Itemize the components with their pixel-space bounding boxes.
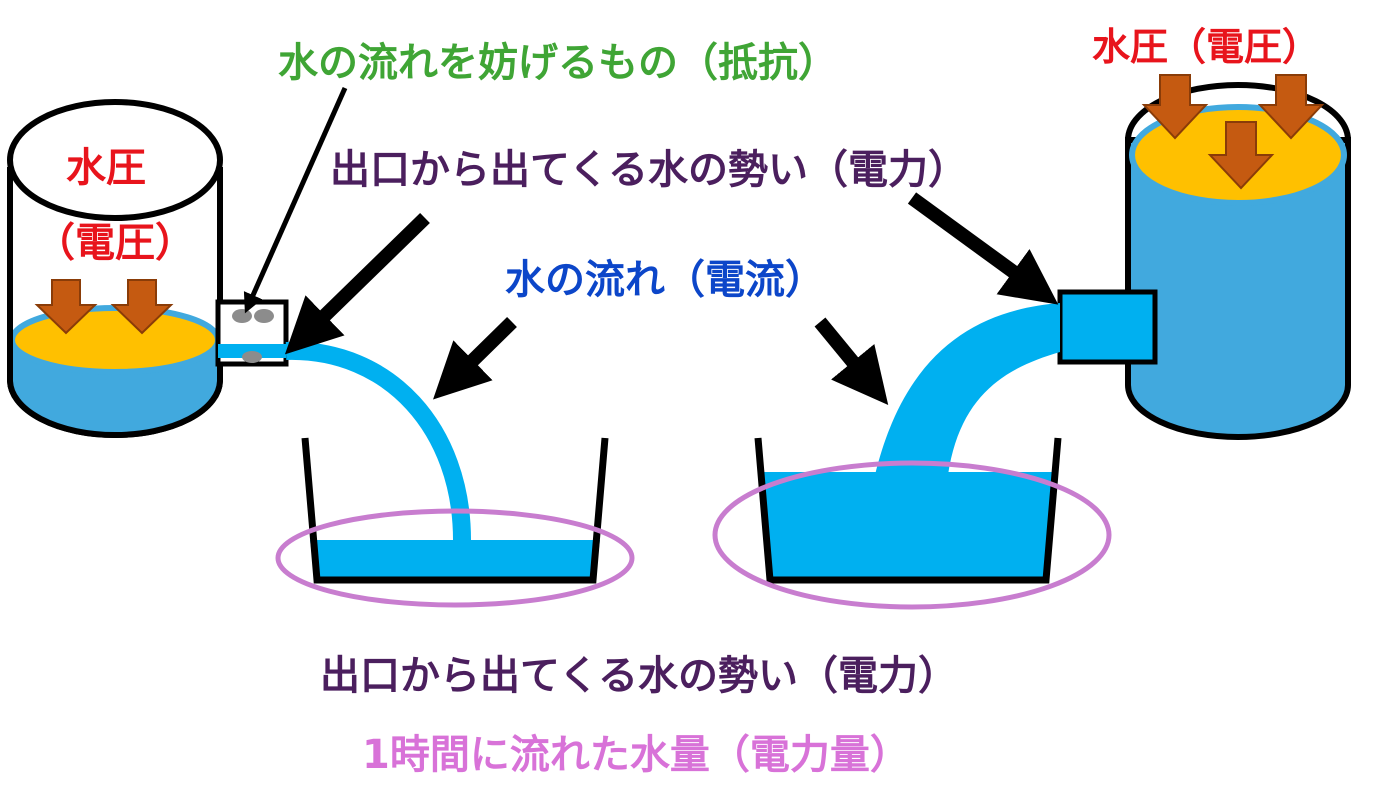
energy-label: 1時間に流れた水量（電力量） [362, 732, 910, 778]
left-outlet-pipe [215, 299, 289, 367]
right-water-stream [875, 303, 1060, 475]
right-power-arrow [907, 192, 1059, 305]
left-pressure-label: 水圧 [66, 145, 146, 191]
current-arrow-right [814, 317, 889, 406]
power-label-top: 出口から出てくる水の勢い（電力） [330, 147, 968, 193]
resistance-dot-3 [242, 351, 262, 363]
resistance-dot-1 [232, 309, 252, 323]
left-pressure-arrow-1 [34, 279, 98, 335]
resistance-dot-2 [254, 309, 274, 323]
right-outlet-pipe [1057, 289, 1158, 365]
right-tank [1125, 74, 1351, 440]
current-arrow-left [433, 317, 517, 400]
left-water-surface [9, 305, 221, 375]
right-pressure-arrow-2 [1207, 121, 1275, 190]
right-pressure-arrow-1 [1141, 74, 1209, 140]
right-pressure-arrow-3 [1257, 74, 1325, 140]
left-tank [7, 99, 223, 438]
right-water-amount-ellipse [712, 460, 1112, 610]
current-label: 水の流れ（電流） [505, 257, 825, 303]
resistance-label: 水の流れを妨げるもの（抵抗） [278, 40, 838, 86]
resistance-pointer [243, 86, 348, 314]
right-bucket [754, 303, 1062, 584]
left-pressure-arrow-2 [110, 279, 174, 335]
power-label-bottom: 出口から出てくる水の勢い（電力） [320, 653, 958, 699]
left-voltage-label: （電圧） [35, 220, 195, 266]
right-pressure-voltage-label: 水圧（電圧） [1092, 25, 1321, 69]
left-power-arrow [284, 212, 430, 355]
left-water-amount-ellipse [275, 508, 635, 608]
left-bucket [301, 437, 609, 584]
